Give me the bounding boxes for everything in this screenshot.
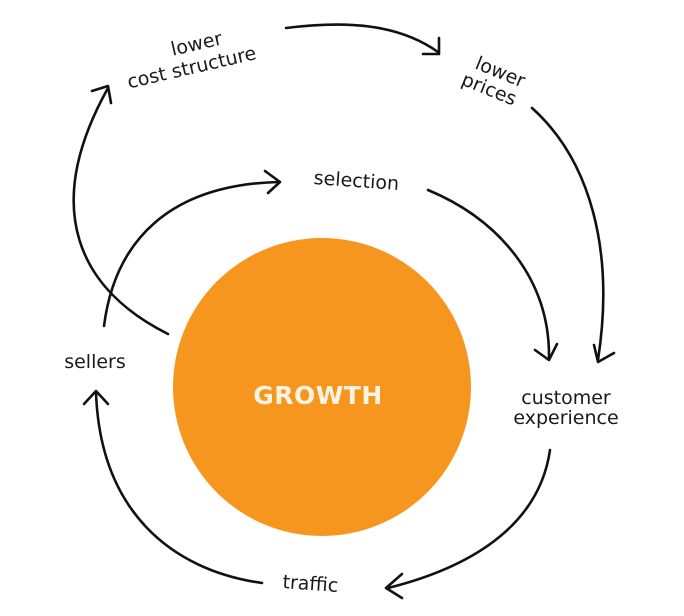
node-sellers-label: sellers: [64, 351, 126, 373]
growth-label: GROWTH: [253, 381, 383, 410]
node-traffic-label: traffic: [282, 571, 339, 597]
node-lower-prices: lower prices: [458, 52, 528, 110]
node-customer-experience-line1: customer: [521, 387, 611, 409]
node-lower-cost-structure: lower cost structure: [125, 28, 258, 94]
arrow-selection-to-customer-experience: [426, 188, 559, 362]
arrow-sellers-to-lower-cost-structure: [72, 84, 170, 336]
arrow-traffic-to-sellers: [82, 389, 264, 585]
arrow-lower-cost-structure-to-lower-prices: [284, 23, 441, 56]
arrow-sellers-to-selection: [102, 169, 282, 328]
arrow-lower-prices-to-customer-experience: [530, 106, 616, 364]
node-selection: selection: [313, 167, 400, 195]
node-customer-experience-line2: experience: [513, 407, 618, 429]
node-selection-label: selection: [313, 167, 400, 195]
node-customer-experience: customer experience: [513, 387, 618, 429]
arrow-customer-experience-to-traffic: [384, 448, 552, 600]
node-sellers: sellers: [64, 351, 126, 373]
node-traffic: traffic: [282, 571, 339, 597]
growth-circle: [173, 238, 471, 536]
